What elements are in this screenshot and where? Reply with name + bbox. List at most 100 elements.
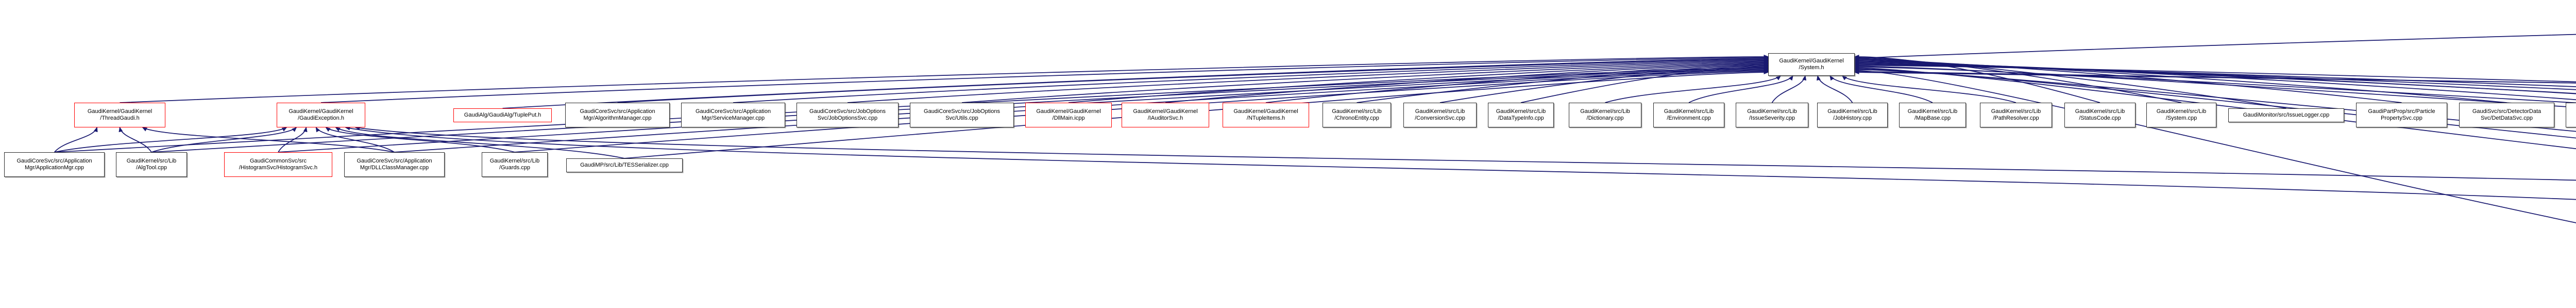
edge-thistsvc-to-sys_h	[1854, 60, 2576, 94]
node-label-line: /JobHistory.cpp	[1833, 115, 1872, 121]
node-label-line: Mgr/DLLClassManager.cpp	[360, 165, 429, 171]
edge-ntupleitems-to-sys_h	[1265, 62, 1769, 103]
node-label-line: PropertySvc.cpp	[2381, 115, 2422, 121]
edge-mapbase-to-sys_h	[1829, 75, 1933, 103]
node-label-line: GaudiCoreSvc/src/Application	[580, 108, 655, 115]
graph-node-mapbase[interactable]: GaudiKernel/src/Lib/MapBase.cpp	[1899, 103, 1966, 127]
node-label-line: GaudiKernel/GaudiKernel	[289, 108, 353, 115]
graph-node-dllmain[interactable]: GaudiKernel/GaudiKernel/DllMain.icpp	[1025, 103, 1112, 127]
graph-node-sys_h[interactable]: GaudiKernel/GaudiKernel/System.h	[1768, 53, 1855, 76]
node-label-line: /GaudiException.h	[298, 115, 344, 121]
node-label-line: GaudiCoreSvc/src/Application	[695, 108, 771, 115]
edge-histogramsvc-to-sys_h	[278, 68, 1769, 153]
node-label-line: GaudiKernel/src/Lib	[1991, 108, 2041, 115]
node-label-line: GaudiCoreSvc/src/Application	[357, 157, 432, 164]
graph-node-histogramsvc[interactable]: GaudiCommonSvc/src/HistogramSvc/Histogra…	[224, 152, 332, 177]
graph-node-conversionsvc[interactable]: GaudiKernel/src/Lib/ConversionSvc.cpp	[1403, 103, 1477, 127]
node-label-line: Mgr/ServiceManager.cpp	[701, 115, 765, 121]
edge-dllclassmanager-to-gaudiexception	[315, 126, 395, 153]
graph-node-issueseverity[interactable]: GaudiKernel/src/Lib/IssueSeverity.cpp	[1736, 103, 1808, 127]
node-label-line: GaudiKernel/GaudiKernel	[1036, 108, 1101, 115]
node-label-line: GaudiKernel/GaudiKernel	[1233, 108, 1298, 115]
node-label-line: GaudiCoreSvc/src/JobOptions	[924, 108, 1000, 115]
edge-guards-to-sys_h	[514, 69, 1769, 153]
node-label-line: Svc/JobOptionsSvc.cpp	[817, 115, 878, 121]
node-label-line: GaudiCoreSvc/src/JobOptions	[809, 108, 886, 115]
graph-node-system_cpp[interactable]: GaudiKernel/src/Lib/System.cpp	[2146, 103, 2216, 127]
node-label-line: /IssueSeverity.cpp	[1749, 115, 1795, 121]
edge-joboptionssvc-to-sys_h	[847, 59, 1769, 103]
node-label-line: /ChronoEntity.cpp	[1334, 115, 1379, 121]
node-label-line: GaudiKernel/src/Lib	[126, 157, 177, 164]
node-label-line: /DataTypeInfo.cpp	[1498, 115, 1544, 121]
node-label-line: GaudiKernel/GaudiKernel	[1779, 57, 1844, 64]
edge-algorithmmanager-to-sys_h	[617, 57, 1769, 103]
node-label-line: Svc/Utils.cpp	[945, 115, 978, 121]
node-label-line: GaudiKernel/src/Lib	[1496, 108, 1546, 115]
node-label-line: /IAuditorSvc.h	[1147, 115, 1183, 121]
node-label-line: GaudiKernel/src/Lib	[1415, 108, 1465, 115]
graph-node-issuelogger[interactable]: GaudiMonitor/src/IssueLogger.cpp	[2228, 108, 2344, 122]
graph-node-iauditorsvc[interactable]: GaudiKernel/GaudiKernel/IAuditorSvc.h	[1122, 103, 1209, 127]
graph-node-threadgaudi[interactable]: GaudiKernel/GaudiKernel/ThreadGaudi.h	[74, 103, 165, 127]
node-label-line: /Dictionary.cpp	[1586, 115, 1624, 121]
node-label-line: /System.cpp	[2165, 115, 2197, 121]
graph-node-ntupleitems[interactable]: GaudiKernel/GaudiKernel/NTupleItems.h	[1223, 103, 1309, 127]
node-label-line: GaudiKernel/src/Lib	[1907, 108, 1958, 115]
graph-node-jobhistory[interactable]: GaudiKernel/src/Lib/JobHistory.cpp	[1817, 103, 1888, 127]
graph-node-tupleput[interactable]: GaudiAlg/GaudiAlg/TuplePut.h	[453, 108, 552, 122]
graph-node-tesserializer[interactable]: GaudiMP/src/Lib/TESSerializer.cpp	[566, 158, 683, 172]
node-label-line: GaudiCommonSvc/src	[249, 157, 307, 164]
node-label-line: GaudiKernel/GaudiKernel	[87, 108, 152, 115]
graph-node-dictionary[interactable]: GaudiKernel/src/Lib/Dictionary.cpp	[1569, 103, 1641, 127]
edge-histogramsvc-to-gaudiexception	[278, 126, 308, 153]
edge-tupleput-to-sys_h	[502, 56, 1769, 109]
graph-node-guards[interactable]: GaudiKernel/src/Lib/Guards.cpp	[482, 152, 548, 177]
node-label-line: Svc/DetDataSvc.cpp	[2481, 115, 2533, 121]
edge-environment-to-sys_h	[1688, 75, 1793, 103]
graph-node-gaudiexception[interactable]: GaudiKernel/GaudiKernel/GaudiException.h	[277, 103, 365, 127]
node-label-line: /ConversionSvc.cpp	[1415, 115, 1465, 121]
node-label-line: /MapBase.cpp	[1914, 115, 1951, 121]
node-label-line: /Environment.cpp	[1667, 115, 1711, 121]
graph-node-pathresolver[interactable]: GaudiKernel/src/Lib/PathResolver.cpp	[1980, 103, 2052, 127]
graph-node-environment[interactable]: GaudiKernel/src/Lib/Environment.cpp	[1653, 103, 1724, 127]
node-label-line: GaudiKernel/GaudiKernel	[1133, 108, 1198, 115]
graph-node-statuscode[interactable]: GaudiKernel/src/Lib/StatusCode.cpp	[2064, 103, 2136, 127]
graph-node-algtool[interactable]: GaudiKernel/src/Lib/AlgTool.cpp	[116, 152, 187, 177]
node-label-line: GaudiKernel/src/Lib	[2156, 108, 2207, 115]
node-label-line: GaudiKernel/src/Lib	[1664, 108, 1714, 115]
node-label-line: GaudiMonitor/src/IssueLogger.cpp	[2243, 111, 2330, 118]
node-label-line: Mgr/ApplicationMgr.cpp	[25, 165, 84, 171]
edge-algtool-to-gaudiexception	[151, 126, 297, 153]
node-label-line: /NTupleItems.h	[1246, 115, 1285, 121]
edge-dllclassmanager-to-sys_h	[394, 68, 1769, 153]
node-label-line: GaudiMP/src/Lib/TESSerializer.cpp	[580, 161, 669, 168]
edge-detdatasvc-to-sys_h	[1854, 58, 2507, 103]
edge-historysvc-to-gaudiexception	[354, 126, 2576, 181]
graph-node-heprndm[interactable]: GaudiSvc/src/RndmGenSvc/HepRndmEngines.c…	[2566, 103, 2576, 127]
edge-gaudicommon_h-to-gaudiexception	[345, 126, 2576, 200]
edge-dsoutils-to-sys_h	[1854, 65, 2576, 104]
graph-node-chronoentity[interactable]: GaudiKernel/src/Lib/ChronoEntity.cpp	[1323, 103, 1391, 127]
edge-statuscode-to-sys_h	[1854, 55, 2100, 103]
node-label-line: GaudiPartProp/src/Particle	[2368, 108, 2435, 115]
edge-dllclassmanager-to-threadgaudi	[142, 127, 395, 153]
graph-node-datatypeinfo[interactable]: GaudiKernel/src/Lib/DataTypeInfo.cpp	[1488, 103, 1554, 127]
edge-applicationmgr-to-sys_h	[54, 66, 1769, 153]
node-label-line: GaudiKernel/src/Lib	[1332, 108, 1382, 115]
node-label-line: GaudiKernel/src/Lib	[489, 157, 540, 164]
node-label-line: /PathResolver.cpp	[1993, 115, 2039, 121]
edge-algtool-to-sys_h	[151, 67, 1769, 153]
edge-gaudiexception-to-sys_h	[320, 55, 1769, 103]
